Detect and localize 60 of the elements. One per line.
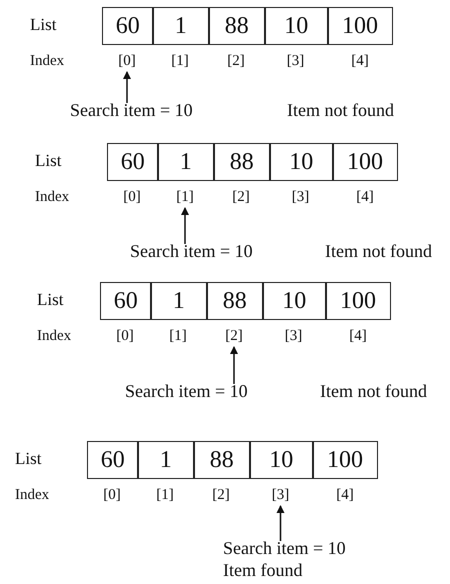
search-item-text: Search item = 10 xyxy=(125,381,248,402)
list-cell: 1 xyxy=(137,441,194,479)
index-label: [1] xyxy=(176,189,194,206)
result-text: Item not found xyxy=(320,381,427,402)
index-label: [1] xyxy=(156,487,174,504)
list-cell: 100 xyxy=(332,143,398,181)
list-cell: 10 xyxy=(262,282,326,320)
result-text: Item found xyxy=(223,560,302,581)
search-item-text: Search item = 10 xyxy=(70,100,193,121)
index-label: [1] xyxy=(169,328,187,345)
list-cell: 10 xyxy=(264,7,328,45)
row-label: Index xyxy=(30,53,64,70)
list-cell: 1 xyxy=(150,282,208,320)
list-cell: 10 xyxy=(249,441,314,479)
arrow xyxy=(123,71,131,103)
search-item-text: Search item = 10 xyxy=(223,538,346,559)
list-cell: 100 xyxy=(327,7,393,45)
index-label: [3] xyxy=(272,487,290,504)
index-label: [4] xyxy=(336,487,354,504)
row-label: List xyxy=(35,151,62,171)
index-label: [2] xyxy=(212,487,230,504)
row-label: Index xyxy=(15,487,50,504)
list-cell: 60 xyxy=(100,282,152,320)
list-cell: 10 xyxy=(269,143,334,181)
list-cell: 1 xyxy=(152,7,210,45)
list-cell: 88 xyxy=(206,282,264,320)
row-label: List xyxy=(30,15,56,35)
row-label: List xyxy=(15,449,42,469)
index-label: [0] xyxy=(103,487,121,504)
index-label: [4] xyxy=(349,328,367,345)
row-label: List xyxy=(37,290,64,310)
index-label: [0] xyxy=(116,328,134,345)
index-label: [3] xyxy=(292,189,310,206)
list-cell: 88 xyxy=(213,143,270,181)
index-label: [2] xyxy=(232,189,250,206)
index-label: [2] xyxy=(225,328,243,345)
list-cell: 88 xyxy=(193,441,250,479)
index-label: [0] xyxy=(123,189,141,206)
result-text: Item not found xyxy=(287,100,394,121)
row-label: Index xyxy=(35,189,70,206)
index-label: [0] xyxy=(118,53,136,70)
arrow xyxy=(276,505,284,541)
list-cell: 88 xyxy=(208,7,266,45)
list-cell: 60 xyxy=(107,143,158,181)
list-cell: 60 xyxy=(87,441,138,479)
index-label: [1] xyxy=(171,53,189,70)
search-item-text: Search item = 10 xyxy=(130,241,253,262)
list-cell: 100 xyxy=(325,282,391,320)
index-label: [4] xyxy=(351,53,369,70)
list-cell: 1 xyxy=(157,143,214,181)
arrow xyxy=(230,346,238,384)
index-label: [3] xyxy=(286,53,304,70)
result-text: Item not found xyxy=(325,241,432,262)
list-cell: 100 xyxy=(312,441,378,479)
index-label: [4] xyxy=(356,189,374,206)
row-label: Index xyxy=(37,328,72,345)
arrow xyxy=(181,207,189,244)
index-label: [3] xyxy=(284,328,302,345)
list-cell: 60 xyxy=(102,7,154,45)
index-label: [2] xyxy=(227,53,245,70)
